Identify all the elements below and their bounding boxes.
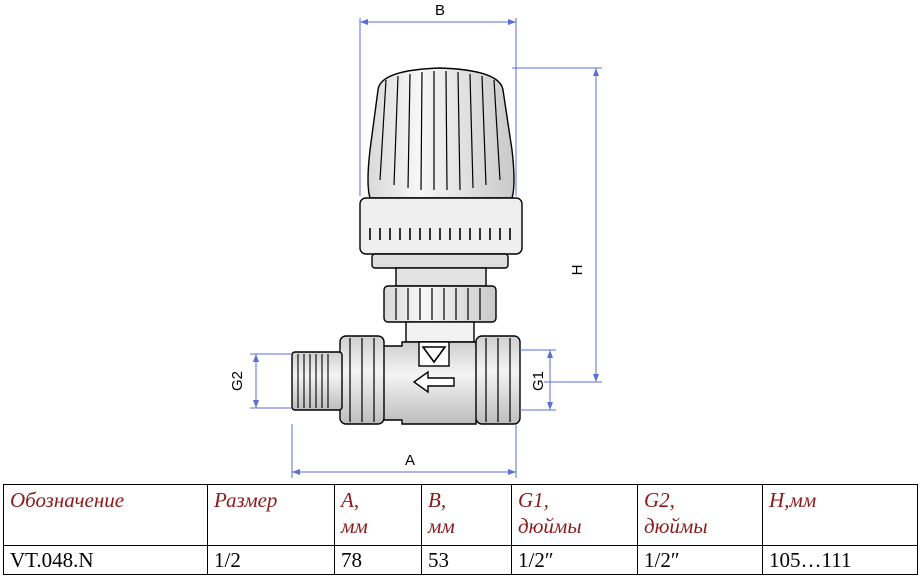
dimension-g2: G2 <box>229 353 292 409</box>
cell-designation: VT.048.N <box>3 545 208 575</box>
flow-arrow-icon <box>412 370 455 394</box>
cell-g1: 1/2″ <box>511 545 638 575</box>
threaded-tail <box>291 351 343 411</box>
valve-drawing: B H G1 G2 A <box>229 2 602 478</box>
cell-a: 78 <box>334 545 422 575</box>
cell-h: 105…111 <box>762 545 918 575</box>
dimension-g2-label: G2 <box>229 371 246 391</box>
header-h: H,мм <box>762 484 918 546</box>
dimension-b-label: B <box>435 2 445 19</box>
table-row: VT.048.N 1/2 78 53 1/2″ 1/2″ 105…111 <box>3 545 918 575</box>
dimension-g1: G1 <box>520 349 556 411</box>
header-a: A,мм <box>334 484 422 546</box>
cell-b: 53 <box>421 545 512 575</box>
table-header-row: Обозначение Размер A,мм B,мм G1,дюймы G2… <box>3 484 918 546</box>
header-g1: G1,дюймы <box>511 484 638 546</box>
cell-size: 1/2 <box>207 545 335 575</box>
left-union-nut <box>339 335 385 425</box>
scale-ticks <box>369 228 511 240</box>
valve-body <box>379 341 487 425</box>
dimension-h: H <box>512 67 602 383</box>
valve-neck <box>383 267 497 343</box>
cell-g2: 1/2″ <box>637 545 763 575</box>
dimension-g1-label: G1 <box>530 371 547 391</box>
head-ribs <box>379 70 501 191</box>
dimension-b: B <box>359 2 517 196</box>
thermostatic-head <box>359 67 523 269</box>
spec-table: Обозначение Размер A,мм B,мм G1,дюймы G2… <box>3 484 918 575</box>
header-b: B,мм <box>421 484 512 546</box>
header-designation: Обозначение <box>3 484 208 546</box>
header-g2: G2,дюймы <box>637 484 763 546</box>
dimension-a-label: A <box>405 452 415 469</box>
header-size: Размер <box>207 484 335 546</box>
right-union-nut <box>475 335 521 425</box>
dimension-h-label: H <box>569 265 586 276</box>
dimension-a: A <box>291 424 517 478</box>
